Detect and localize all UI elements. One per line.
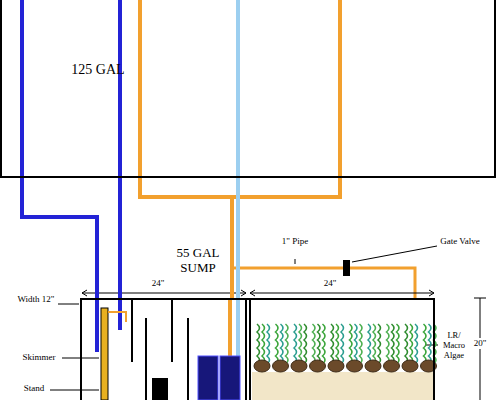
live-rock xyxy=(384,360,400,372)
dimension-arrow xyxy=(250,290,255,296)
annotation-label: 24" xyxy=(318,278,342,289)
return-pipe xyxy=(228,298,232,356)
algae-strand xyxy=(304,324,307,364)
dimension-line xyxy=(82,293,246,294)
refugium-divider xyxy=(249,298,251,400)
live-rock xyxy=(402,360,418,372)
algae-strand xyxy=(336,324,339,364)
baffle xyxy=(131,300,133,362)
dimension-line xyxy=(480,298,481,400)
annotation-label: 1" Pipe xyxy=(281,236,309,247)
leader-line xyxy=(295,259,296,264)
algae-strand xyxy=(276,324,279,364)
algae-strand xyxy=(331,324,334,364)
annotation-label: Stand xyxy=(18,383,50,394)
algae-strand xyxy=(415,324,418,364)
return-manifold xyxy=(232,0,340,197)
algae-strand xyxy=(281,324,284,364)
annotation-label: Width 12" xyxy=(16,294,56,305)
drain-pipe xyxy=(20,0,24,178)
display-tank: 125 GAL xyxy=(0,0,496,178)
refugium-divider xyxy=(245,298,247,400)
refugium-feed-pipe xyxy=(232,268,415,300)
pipe-connector xyxy=(140,178,232,298)
algae-strand xyxy=(323,324,326,364)
dimension-tick xyxy=(474,298,486,299)
leader-line xyxy=(58,304,79,305)
algae-strand xyxy=(397,324,400,364)
live-rock xyxy=(347,360,363,372)
return-pipe xyxy=(236,298,240,356)
live-rock xyxy=(328,360,344,372)
live-rock xyxy=(254,360,270,372)
algae-strand xyxy=(378,324,381,364)
algae-strand xyxy=(267,324,270,364)
dimension-line xyxy=(250,293,434,294)
annotation-label: 20" xyxy=(471,338,489,349)
live-rock xyxy=(310,360,326,372)
live-rock xyxy=(273,360,289,372)
algae-strand xyxy=(313,324,316,364)
baffle xyxy=(145,318,147,400)
annotation-label: 24" xyxy=(146,278,170,289)
baffle xyxy=(187,318,189,400)
return-pump xyxy=(220,356,240,400)
drain-pipe xyxy=(118,298,122,330)
drain-pipe xyxy=(95,298,99,352)
tank-label: 125 GAL xyxy=(58,62,138,78)
algae-strand xyxy=(429,324,432,364)
pipe-connector xyxy=(118,178,122,298)
algae-strand xyxy=(392,324,395,364)
algae-strand xyxy=(360,324,363,364)
algae-strand xyxy=(299,324,302,364)
leader-line xyxy=(352,246,437,262)
algae-strand xyxy=(387,324,390,364)
algae-strand xyxy=(350,324,353,364)
gate-valve xyxy=(343,260,350,276)
drain-pipe xyxy=(118,0,122,178)
live-rock xyxy=(291,360,307,372)
pipe-connector xyxy=(22,178,97,298)
pipe-connector xyxy=(236,178,240,298)
sand-bed xyxy=(252,372,433,400)
return-pipe xyxy=(236,0,240,178)
algae-strand xyxy=(355,324,358,364)
heater xyxy=(152,378,168,400)
dimension-arrow xyxy=(241,290,246,296)
sump-tank: 55 GAL SUMP xyxy=(80,298,435,400)
return-pump xyxy=(198,356,218,400)
leader-line xyxy=(50,390,99,391)
skimmer-tube xyxy=(108,312,126,322)
algae-strand xyxy=(405,324,408,364)
dimension-arrow xyxy=(82,290,87,296)
algae-strand xyxy=(294,324,297,364)
skimmer-body xyxy=(101,308,108,400)
tank-label: 55 GAL SUMP xyxy=(168,246,228,276)
algae-strand xyxy=(424,324,427,364)
algae-strand xyxy=(318,324,321,364)
annotation-label: LR/ Macro Algae xyxy=(439,330,469,361)
algae-strand xyxy=(262,324,265,364)
dimension-arrow xyxy=(429,290,434,296)
algae-strand xyxy=(341,324,344,364)
baffle xyxy=(171,300,173,362)
annotation-label: Gate Valve xyxy=(438,236,482,247)
algae-strand xyxy=(257,324,260,364)
return-manifold xyxy=(138,0,142,178)
macro-algae xyxy=(254,324,437,372)
algae-strand xyxy=(286,324,289,364)
live-rock xyxy=(365,360,381,372)
algae-strand xyxy=(373,324,376,364)
annotation-label: Skimmer xyxy=(16,352,62,363)
algae-strand xyxy=(368,324,371,364)
algae-strand xyxy=(410,324,413,364)
